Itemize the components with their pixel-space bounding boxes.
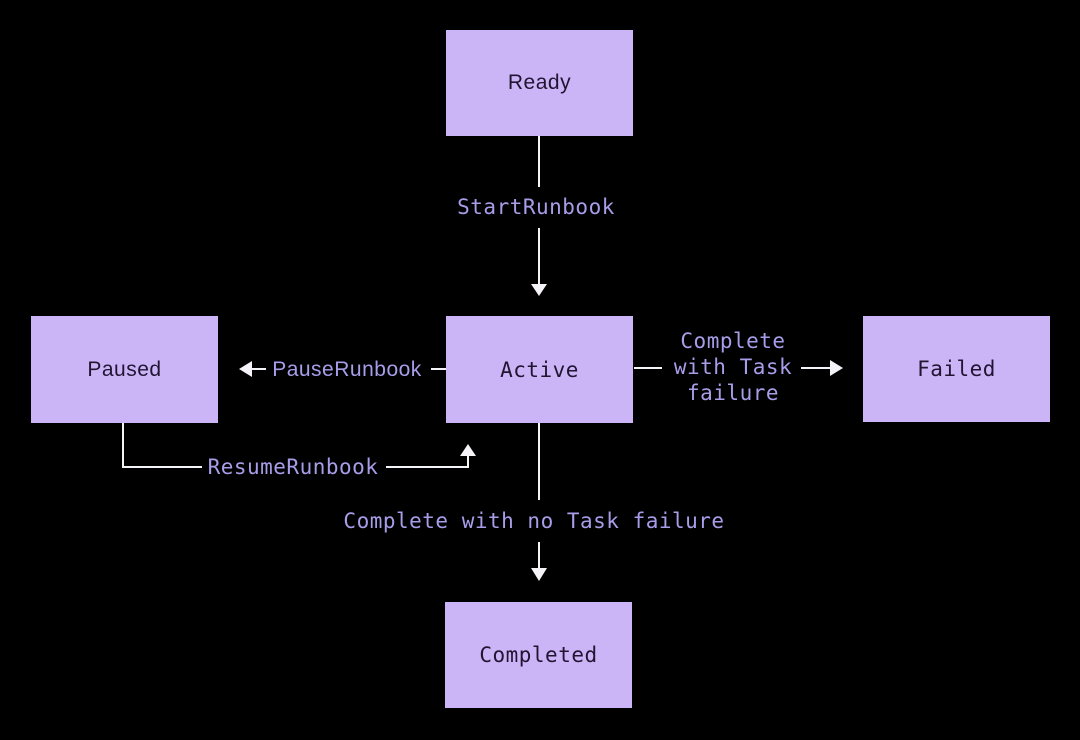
edge-active-to-paused [239,361,446,377]
edge-paused-to-active [122,423,476,468]
state-node-active: Active [446,316,633,423]
transition-label-complete-with-task-failure: Complete with Task failure [674,328,792,406]
state-node-failed: Failed [863,316,1050,422]
arrowhead-down-to-active [531,284,547,296]
state-node-ready: Ready [446,30,633,136]
state-label-failed: Failed [917,357,996,381]
transition-label-pause-runbook: PauseRunbook [272,358,422,381]
transition-label-line: failure [686,381,780,405]
arrowhead-left-to-paused [239,361,252,377]
state-label-completed: Completed [479,643,598,667]
state-node-paused: Paused [31,316,218,423]
transition-label-resume-runbook: ResumeRunbook [207,455,379,479]
arrowhead-up-to-active [460,444,476,456]
edge-active-to-failed [634,360,843,376]
transition-label-complete-with-no-task-failure: Complete with no Task failure [343,509,725,533]
state-node-completed: Completed [445,602,632,708]
state-label-active: Active [500,357,579,382]
edge-active-to-completed [531,423,547,581]
transition-label-line: with Task [673,355,793,379]
transition-label-start-runbook: StartRunbook [457,195,615,219]
arrowhead-down-to-completed [531,568,547,581]
state-label-ready: Ready [507,71,572,94]
state-label-paused: Paused [87,357,162,381]
arrowhead-right-to-failed [830,360,843,376]
transition-label-line: Complete [680,329,786,353]
edge-ready-to-active [531,136,547,296]
